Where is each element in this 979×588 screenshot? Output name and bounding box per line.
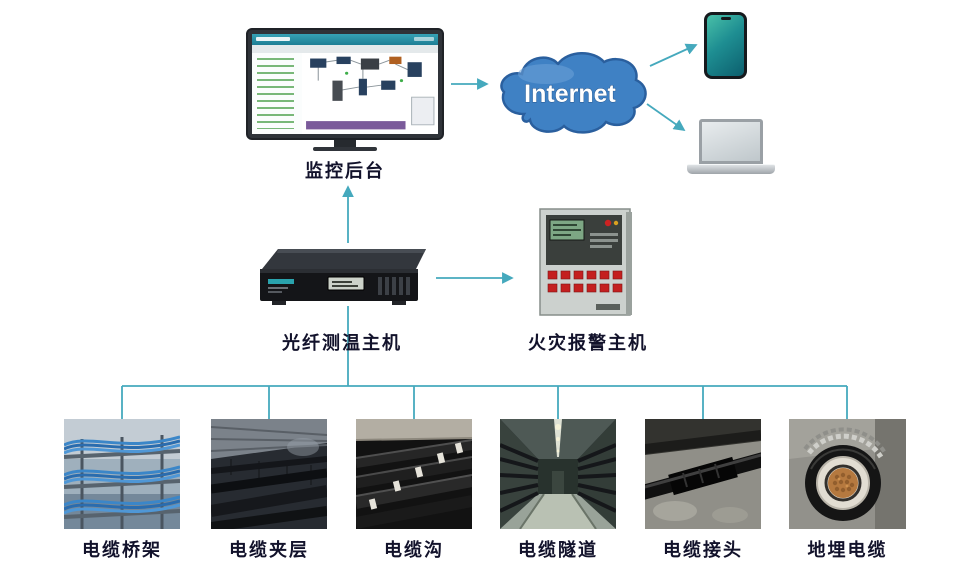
monitoring-software-screenshot bbox=[252, 34, 438, 134]
photo-cable-joint bbox=[645, 419, 761, 529]
phone-screen bbox=[707, 15, 744, 76]
internet-cloud-icon: Internet bbox=[500, 52, 647, 134]
photo-cable-tunnel bbox=[500, 419, 616, 529]
site-label-cable-joint: 电缆接头 bbox=[663, 540, 743, 560]
smartphone-icon bbox=[704, 12, 747, 79]
cable-trench-photo-art bbox=[356, 419, 472, 529]
monitor-screen-icon bbox=[246, 28, 444, 140]
monitor-label: 监控后台 bbox=[305, 161, 385, 181]
cable-tunnel-photo-art bbox=[500, 419, 616, 529]
cable-joint-photo-art bbox=[645, 419, 761, 529]
phone-camera-notch bbox=[720, 17, 731, 20]
laptop-keyboard-base bbox=[687, 164, 775, 174]
software-titlebar bbox=[252, 34, 438, 45]
laptop-icon bbox=[687, 119, 775, 178]
photo-cable-mezzanine bbox=[211, 419, 327, 529]
rack-server-icon bbox=[260, 249, 426, 305]
laptop-display bbox=[702, 122, 760, 161]
server-label: 光纤测温主机 bbox=[282, 333, 402, 353]
cable-mezzanine-photo-art bbox=[211, 419, 327, 529]
cable-tray-photo-art bbox=[64, 419, 180, 529]
fire-alarm-label: 火灾报警主机 bbox=[528, 333, 648, 353]
laptop-screen bbox=[699, 119, 763, 164]
site-label-buried-cable: 地埋电缆 bbox=[807, 540, 888, 560]
photo-cable-tray bbox=[64, 419, 180, 529]
fiber-temperature-server-node bbox=[250, 241, 435, 315]
software-scada-view bbox=[302, 53, 438, 134]
arrow-internet-to-laptop bbox=[646, 103, 686, 132]
internet-node: Internet bbox=[490, 48, 650, 140]
photo-buried-cable bbox=[789, 419, 906, 529]
site-label-cable-trench: 电缆沟 bbox=[384, 540, 444, 560]
monitor-stand-base bbox=[313, 147, 377, 151]
software-tree-panel bbox=[252, 53, 303, 134]
fire-alarm-panel-icon bbox=[539, 208, 632, 316]
fire-alarm-node bbox=[538, 207, 636, 319]
monitor-node bbox=[246, 28, 444, 151]
arrow-internet-to-phone bbox=[649, 43, 698, 67]
site-label-cable-mezzanine: 电缆夹层 bbox=[229, 540, 309, 560]
internet-label: Internet bbox=[524, 80, 616, 108]
monitor-stand-neck bbox=[334, 140, 356, 147]
photo-cable-trench bbox=[356, 419, 472, 529]
site-label-cable-tray: 电缆桥架 bbox=[82, 540, 162, 560]
buried-cable-photo-art bbox=[789, 419, 906, 529]
site-label-cable-tunnel: 电缆隧道 bbox=[518, 540, 598, 560]
